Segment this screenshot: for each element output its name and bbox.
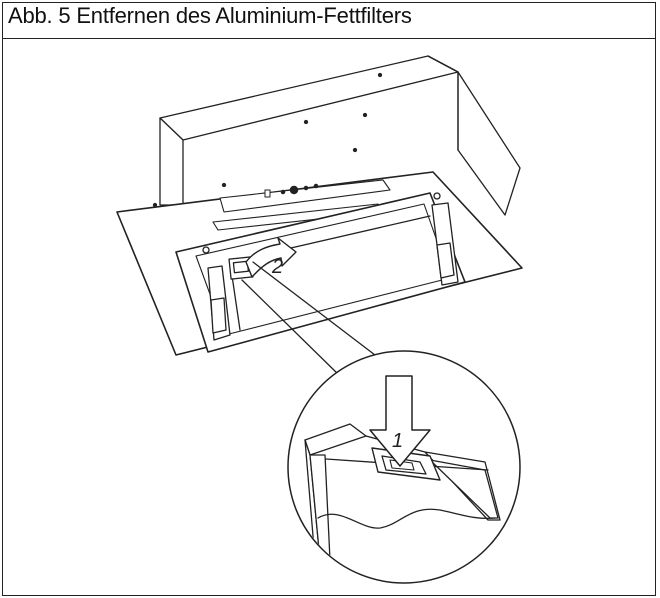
step-1-label: 1 <box>392 430 403 452</box>
hood-body <box>152 55 521 216</box>
rotation-arrow <box>245 237 297 278</box>
detail-circle <box>287 350 521 584</box>
step-2-label: 2 <box>271 256 283 278</box>
figure-caption: Abb. 5 Entfernen des Aluminium-Fettfilte… <box>8 3 412 28</box>
caption-divider <box>2 38 656 39</box>
filter-frame <box>175 192 466 353</box>
detail-leader-lines <box>241 261 376 377</box>
